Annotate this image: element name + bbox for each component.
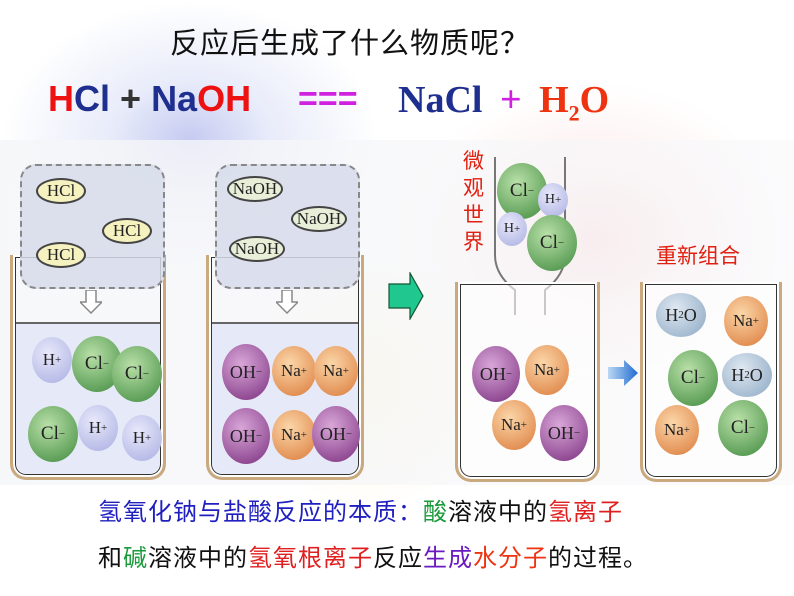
ion-na: Na+ — [314, 346, 358, 396]
text-segment: 的过程。 — [548, 544, 648, 572]
text-segment: 水分子 — [473, 544, 548, 572]
hcl-h: H — [48, 78, 74, 119]
right-arrow-icon — [388, 272, 424, 320]
ion-oh: OH− — [540, 405, 588, 461]
ion-oh: OH− — [312, 406, 360, 462]
ion-na: Na+ — [655, 405, 699, 455]
product-nacl: NaCl — [398, 79, 483, 121]
ion-na: Na+ — [492, 400, 536, 450]
blue-arrow-icon — [608, 360, 638, 386]
ion-cl: Cl− — [718, 400, 768, 456]
molecule-naoh: NaOH — [291, 206, 347, 232]
ion-h: H+ — [122, 415, 162, 461]
molecule-hcl: HCl — [102, 218, 152, 244]
ion-cl: Cl− — [497, 163, 547, 219]
hcl-cl: Cl — [74, 78, 110, 119]
text-segment: 氢离子 — [548, 498, 623, 526]
text-segment: 生成 — [423, 544, 473, 572]
molecule-hcl: HCl — [36, 178, 86, 204]
micro-world-label: 微 观 世 界 — [463, 148, 487, 256]
naoh-oh: OH — [197, 78, 252, 119]
equation-products: NaCl + H2O — [398, 78, 609, 127]
water-h: H — [539, 79, 569, 121]
ion-h: H+ — [78, 405, 118, 451]
down-arrow-icon — [80, 290, 102, 314]
ion-cl: Cl− — [28, 406, 78, 462]
ion-h: H+ — [497, 212, 527, 246]
equals-sign: === — [298, 80, 358, 118]
micro-char: 界 — [463, 230, 484, 254]
naoh-gas-cloud: NaOH NaOH NaOH — [215, 164, 360, 289]
ion-na: Na+ — [272, 346, 316, 396]
water-o: O — [579, 79, 610, 121]
ion-h: H+ — [32, 337, 72, 383]
plus-sign: + — [499, 79, 522, 121]
down-arrow-icon — [276, 290, 298, 314]
molecule-naoh: NaOH — [227, 176, 283, 202]
explanation-line-2: 和碱溶液中的氢氧根离子反应生成水分子的过程。 — [98, 538, 648, 573]
ion-h: H+ — [538, 183, 568, 217]
ion-oh: OH− — [472, 346, 520, 402]
recombine-label: 重新组合 — [656, 244, 740, 268]
hcl-gas-cloud: HCl HCl HCl — [20, 164, 165, 289]
text-segment: 酸 — [423, 498, 448, 526]
molecule-naoh: NaOH — [229, 236, 285, 262]
slide-title: 反应后生成了什么物质呢？ — [170, 26, 531, 60]
plus-sign: + — [120, 78, 142, 119]
micro-char: 世 — [463, 203, 484, 227]
naoh-na: Na — [151, 78, 198, 119]
micro-char: 观 — [463, 176, 484, 200]
text-segment: 溶液中的 — [148, 544, 248, 572]
product-water: H2O — [539, 79, 610, 126]
text-segment: 溶液中的 — [448, 498, 548, 526]
text-segment: 氢氧化钠与盐酸反应的本质： — [98, 498, 423, 526]
text-segment: 和 — [98, 544, 123, 572]
micro-char: 微 — [463, 149, 484, 173]
ion-cl: Cl− — [527, 215, 577, 271]
ion-na: Na+ — [272, 410, 316, 460]
ion-na: Na+ — [525, 345, 569, 395]
equation-reactants: HCl + NaOH — [48, 78, 251, 120]
text-segment: 氢氧根离子 — [248, 544, 373, 572]
molecule-hcl: HCl — [36, 242, 86, 268]
ion-na: Na+ — [724, 296, 768, 346]
ion-cl: Cl− — [668, 350, 718, 406]
water-subscript: 2 — [568, 100, 580, 126]
text-segment: 碱 — [123, 544, 148, 572]
ion-oh: OH− — [222, 344, 270, 400]
text-segment: 反应 — [373, 544, 423, 572]
ion-cl: Cl− — [112, 346, 162, 402]
explanation-line-1: 氢氧化钠与盐酸反应的本质：酸溶液中的氢离子 — [98, 492, 623, 527]
ion-oh: OH− — [222, 408, 270, 464]
